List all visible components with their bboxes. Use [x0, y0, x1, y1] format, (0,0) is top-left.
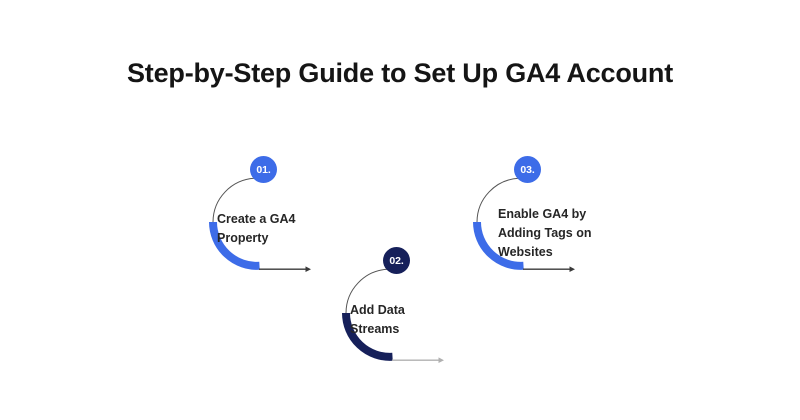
step-arc-thin — [212, 177, 255, 223]
step-number-badge: 01. — [250, 156, 277, 183]
step-number-badge: 03. — [514, 156, 541, 183]
step-arc-graphic — [473, 177, 575, 272]
step-arc-accent — [342, 312, 393, 361]
page-title: Step-by-Step Guide to Set Up GA4 Account — [126, 58, 674, 88]
step-arc-accent — [473, 221, 524, 270]
step-number-label: 03. — [520, 163, 535, 176]
step-caption: Add Data Streams — [350, 303, 405, 336]
step-arc-graphic — [342, 268, 444, 363]
step-arc-thin — [345, 268, 388, 314]
step-arc-thin — [476, 177, 519, 223]
step-arrow-head — [305, 266, 311, 272]
step-caption: Create a GA4 Property — [217, 212, 296, 245]
step-number-label: 02. — [389, 254, 404, 267]
step-number-label: 01. — [256, 163, 271, 176]
step-arrow-head — [569, 266, 575, 272]
step-arc-graphic — [209, 177, 311, 272]
step-arrow-head — [438, 357, 444, 363]
step-arc-accent — [209, 221, 260, 270]
step-caption: Enable GA4 by Adding Tags on Websites — [498, 207, 592, 259]
step-number-badge: 02. — [383, 247, 410, 274]
